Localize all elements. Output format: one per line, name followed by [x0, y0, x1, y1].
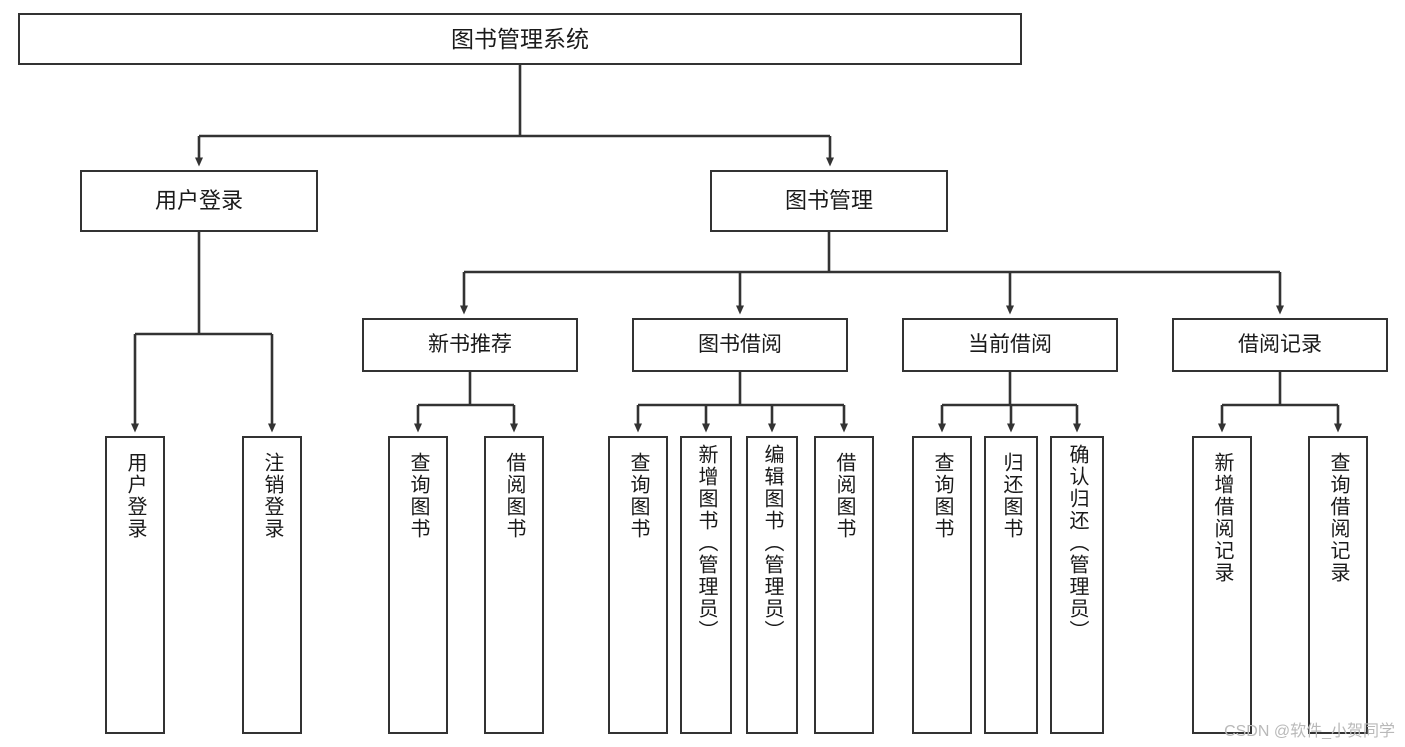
node-leaf-edit-book-label: 编辑图书（管理员）	[761, 444, 783, 642]
node-leaf-user-login-label: 用户登录	[124, 452, 146, 540]
node-root-label: 图书管理系统	[451, 25, 589, 52]
node-leaf-user-logout[interactable]: 注销登录	[242, 436, 302, 734]
node-leaf-edit-book[interactable]: 编辑图书（管理员）	[746, 436, 798, 734]
node-borrow-record-label: 借阅记录	[1238, 332, 1322, 356]
node-leaf-query-book-1-label: 查询图书	[407, 452, 429, 540]
node-leaf-borrow-book-1-label: 借阅图书	[503, 452, 525, 540]
node-leaf-borrow-book-2[interactable]: 借阅图书	[814, 436, 874, 734]
node-leaf-query-book-3[interactable]: 查询图书	[912, 436, 972, 734]
node-leaf-query-book-2-label: 查询图书	[627, 452, 649, 540]
node-leaf-query-book-2[interactable]: 查询图书	[608, 436, 668, 734]
watermark: CSDN @软件_小贺同学	[1224, 723, 1395, 740]
node-leaf-query-book-3-label: 查询图书	[931, 452, 953, 540]
node-leaf-add-record-label: 新增借阅记录	[1211, 452, 1233, 584]
node-leaf-user-login[interactable]: 用户登录	[105, 436, 165, 734]
node-current-borrow-label: 当前借阅	[968, 332, 1052, 356]
node-leaf-query-record[interactable]: 查询借阅记录	[1308, 436, 1368, 734]
node-book-manage[interactable]: 图书管理	[710, 170, 948, 232]
node-leaf-return-book-label: 归还图书	[1000, 452, 1022, 540]
node-leaf-return-book[interactable]: 归还图书	[984, 436, 1038, 734]
node-leaf-user-logout-label: 注销登录	[261, 452, 283, 540]
node-leaf-add-book-label: 新增图书（管理员）	[695, 444, 717, 642]
node-new-book-recommend[interactable]: 新书推荐	[362, 318, 578, 372]
node-new-book-recommend-label: 新书推荐	[428, 332, 512, 356]
node-book-borrow[interactable]: 图书借阅	[632, 318, 848, 372]
node-user-login[interactable]: 用户登录	[80, 170, 318, 232]
node-leaf-query-record-label: 查询借阅记录	[1327, 452, 1349, 584]
node-leaf-borrow-book-2-label: 借阅图书	[833, 452, 855, 540]
node-book-manage-label: 图书管理	[784, 188, 873, 214]
node-leaf-query-book-1[interactable]: 查询图书	[388, 436, 448, 734]
node-borrow-record[interactable]: 借阅记录	[1172, 318, 1388, 372]
node-user-login-label: 用户登录	[154, 188, 243, 214]
node-leaf-add-record[interactable]: 新增借阅记录	[1192, 436, 1252, 734]
node-leaf-confirm-return-label: 确认归还（管理员）	[1066, 444, 1088, 642]
node-current-borrow[interactable]: 当前借阅	[902, 318, 1118, 372]
node-leaf-add-book[interactable]: 新增图书（管理员）	[680, 436, 732, 734]
node-leaf-borrow-book-1[interactable]: 借阅图书	[484, 436, 544, 734]
node-book-borrow-label: 图书借阅	[698, 332, 782, 356]
node-root[interactable]: 图书管理系统	[18, 13, 1022, 65]
node-leaf-confirm-return[interactable]: 确认归还（管理员）	[1050, 436, 1104, 734]
